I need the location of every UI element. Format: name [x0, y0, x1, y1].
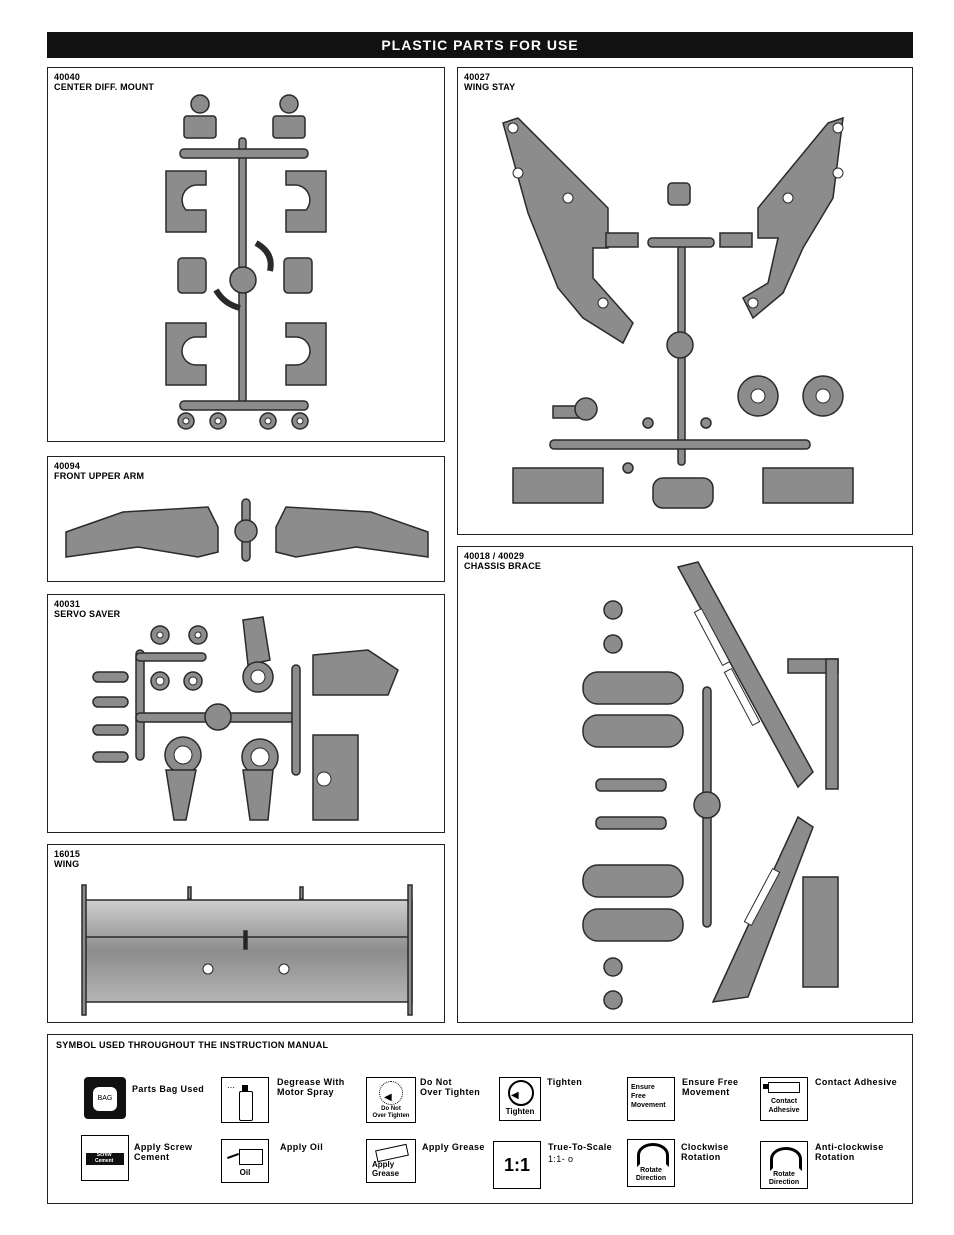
parts-bag-icon: BAG: [84, 1077, 126, 1119]
screw-cement-label: Apply Screw Cement: [134, 1142, 193, 1162]
panel-chassis-brace: 40018 / 40029 CHASSIS BRACE: [457, 546, 913, 1023]
front-upper-arm-drawing: [65, 498, 429, 562]
grease-tube-icon: Apply Grease: [366, 1139, 416, 1183]
free-movement-label: Ensure Free Movement: [682, 1077, 739, 1097]
center-diff-mount-drawing: [165, 94, 327, 430]
part-label: 40040 CENTER DIFF. MOUNT: [54, 72, 154, 92]
wing-stay-drawing: [502, 116, 854, 509]
rotate-icon-text: Rotate Direction: [635, 1167, 667, 1182]
part-label: 40094 FRONT UPPER ARM: [54, 461, 144, 481]
anticlockwise-rotation-icon: Rotate Direction: [760, 1141, 808, 1189]
motor-spray-icon: ⋯: [221, 1077, 269, 1123]
panel-wing-stay: 40027 WING STAY: [457, 67, 913, 535]
bag-icon-text: BAG: [93, 1087, 117, 1111]
oil-icon-text: Oil: [239, 1168, 251, 1177]
symbols-title: SYMBOL USED THROUGHOUT THE INSTRUCTION M…: [56, 1040, 329, 1050]
part-name: SERVO SAVER: [54, 609, 121, 619]
part-name: CENTER DIFF. MOUNT: [54, 82, 155, 92]
part-code: 40031: [54, 599, 81, 609]
do-not-icon-text: Do Not Over Tighten: [372, 1106, 410, 1119]
symbols-legend: SYMBOL USED THROUGHOUT THE INSTRUCTION M…: [47, 1034, 913, 1204]
chassis-brace-drawing: [582, 561, 839, 1010]
oil-can-icon: Oil: [221, 1139, 269, 1183]
do-not-over-tighten-icon: ◀ Do Not Over Tighten: [366, 1077, 416, 1123]
tighten-label: Tighten: [547, 1077, 583, 1087]
screw-cement-icon-text: Screw Cement: [95, 1152, 114, 1164]
part-code: 40094: [54, 461, 81, 471]
parts-bag-label: Parts Bag Used: [132, 1084, 205, 1094]
part-name: WING: [54, 859, 80, 869]
do-not-over-tighten-label: Do Not Over Tighten: [420, 1077, 481, 1097]
part-label: 40031 SERVO SAVER: [54, 599, 120, 619]
part-label: 40027 WING STAY: [464, 72, 515, 92]
clockwise-label: Clockwise Rotation: [681, 1142, 729, 1162]
free-movement-icon: Ensure Free Movement: [627, 1077, 675, 1121]
page-title: PLASTIC PARTS FOR USE: [47, 32, 913, 58]
part-name: FRONT UPPER ARM: [54, 471, 145, 481]
spray-mist-glyph: ⋯: [227, 1083, 235, 1092]
part-code: 40018 / 40029: [464, 551, 525, 561]
grease-icon-text: Apply Grease: [372, 1160, 400, 1178]
true-to-scale-sub: 1:1- o: [548, 1154, 574, 1164]
oil-label: Apply Oil: [280, 1142, 324, 1152]
part-label: 40018 / 40029 CHASSIS BRACE: [464, 551, 541, 571]
free-movement-icon-text: Ensure Free Movement: [631, 1084, 666, 1109]
panel-servo-saver: 40031 SERVO SAVER: [47, 594, 445, 833]
part-code: 40027: [464, 72, 491, 82]
arrow-left-glyph: ◀: [511, 1090, 519, 1101]
panel-wing: 16015 WING: [47, 844, 445, 1023]
part-code: 40040: [54, 72, 81, 82]
wing-drawing: [81, 884, 413, 1016]
true-to-scale-label: True-To-Scale: [548, 1142, 613, 1152]
contact-adhesive-icon-text: Contact Adhesive: [768, 1098, 800, 1114]
rotate-icon-text: Rotate Direction: [768, 1171, 800, 1186]
part-label: 16015 WING: [54, 849, 80, 869]
part-name: WING STAY: [464, 82, 516, 92]
servo-saver-drawing: [92, 616, 399, 821]
screw-cement-icon: Screw Cement: [81, 1135, 129, 1181]
arrow-left-glyph: ◀: [384, 1092, 392, 1103]
grease-label: Apply Grease: [422, 1142, 485, 1152]
true-to-scale-icon: 1:1: [493, 1141, 541, 1189]
part-code: 16015: [54, 849, 81, 859]
tighten-icon-text: Tighten: [505, 1107, 535, 1116]
clockwise-rotation-icon: Rotate Direction: [627, 1139, 675, 1187]
anticlockwise-label: Anti-clockwise Rotation: [815, 1142, 884, 1162]
degrease-label: Degrease With Motor Spray: [277, 1077, 345, 1097]
contact-adhesive-icon: Contact Adhesive: [760, 1077, 808, 1121]
tighten-icon: ◀ Tighten: [499, 1077, 541, 1121]
part-name: CHASSIS BRACE: [464, 561, 542, 571]
panel-front-upper-arm: 40094 FRONT UPPER ARM: [47, 456, 445, 582]
panel-center-diff-mount: 40040 CENTER DIFF. MOUNT: [47, 67, 445, 442]
contact-adhesive-label: Contact Adhesive: [815, 1077, 898, 1087]
scale-icon-text: 1:1: [503, 1155, 530, 1175]
